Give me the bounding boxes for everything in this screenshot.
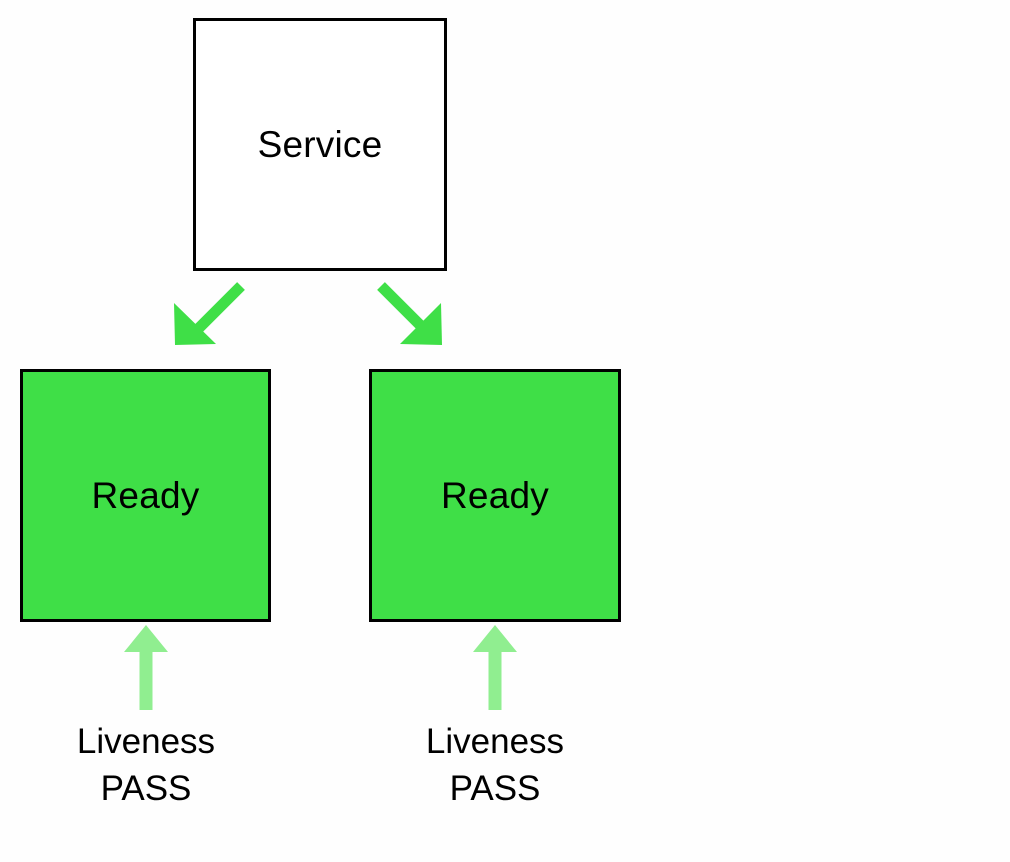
edge-service-to-pod-right-arrowhead bbox=[400, 303, 442, 345]
probe-label-left: Liveness PASS bbox=[76, 722, 216, 809]
edge-probe-to-pod-left bbox=[124, 625, 168, 710]
node-pod-right-label: Ready bbox=[441, 475, 549, 516]
edge-service-to-pod-left-arrowhead bbox=[174, 303, 216, 345]
probe-label-right: Liveness PASS bbox=[425, 722, 565, 809]
node-pod-right[interactable]: Ready bbox=[369, 369, 621, 622]
edge-service-to-pod-right bbox=[377, 282, 442, 345]
node-pod-left[interactable]: Ready bbox=[20, 369, 271, 622]
edge-service-to-pod-left-shaft bbox=[189, 282, 245, 338]
node-service[interactable]: Service bbox=[193, 18, 447, 271]
edge-service-to-pod-right-shaft bbox=[377, 282, 429, 334]
node-pod-left-label: Ready bbox=[91, 475, 200, 516]
edge-probe-to-pod-left-arrowhead bbox=[124, 625, 168, 652]
edge-probe-to-pod-right-arrowhead bbox=[473, 625, 517, 652]
node-service-label: Service bbox=[257, 124, 383, 165]
edge-service-to-pod-left bbox=[174, 282, 245, 345]
edge-probe-to-pod-right bbox=[473, 625, 517, 710]
